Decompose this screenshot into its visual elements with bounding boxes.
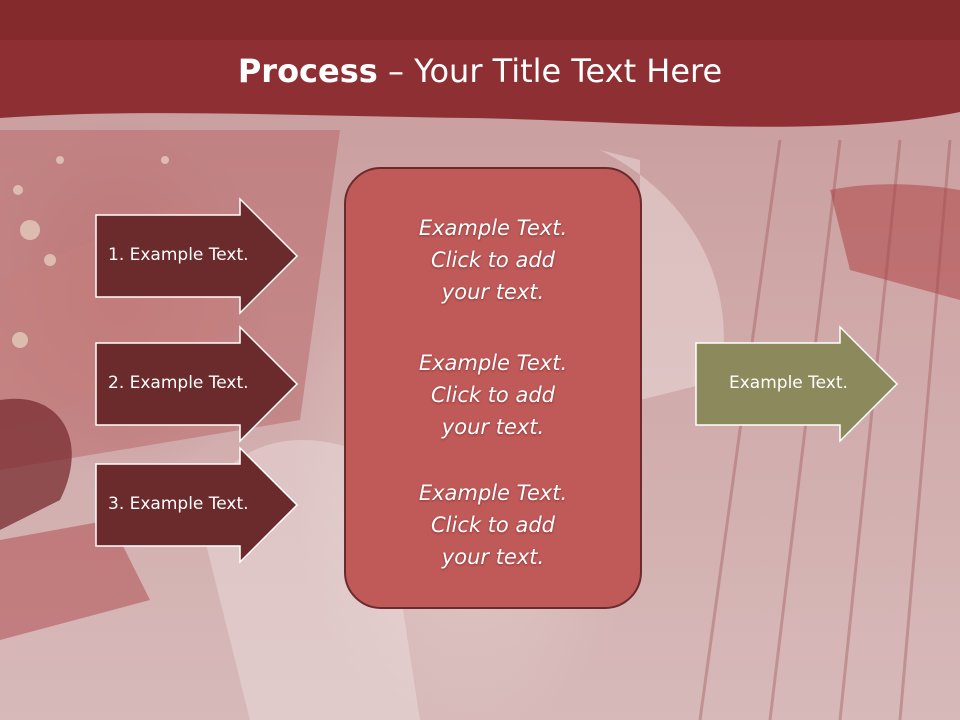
center-text-line: Example Text. — [418, 216, 568, 240]
step-arrow-2[interactable] — [95, 325, 299, 443]
step-arrow-1[interactable] — [95, 197, 299, 315]
step-label-1: 1. Example Text. — [108, 245, 249, 265]
center-text-block[interactable]: Example Text. Click to add your text. — [345, 477, 641, 573]
step-label-3: 3. Example Text. — [108, 494, 249, 514]
center-text-line: Click to add — [430, 513, 555, 537]
center-text-block[interactable]: Example Text. Click to add your text. — [345, 347, 641, 443]
center-text-line: Example Text. — [418, 481, 568, 505]
center-text-line: Click to add — [430, 383, 555, 407]
title-bold: Process — [237, 52, 378, 90]
title-rest: – Your Title Text Here — [377, 52, 723, 90]
center-text-line: your text. — [441, 280, 545, 304]
step-arrow-3[interactable] — [95, 446, 299, 564]
center-text-block[interactable]: Example Text. Click to add your text. — [345, 212, 641, 308]
center-text-line: Click to add — [430, 248, 555, 272]
output-label: Example Text. — [729, 373, 848, 393]
output-arrow[interactable] — [695, 325, 899, 443]
center-text-line: your text. — [441, 545, 545, 569]
center-box[interactable] — [344, 167, 642, 609]
step-label-2: 2. Example Text. — [108, 373, 249, 393]
center-text-line: your text. — [441, 415, 545, 439]
page-title: Process – Your Title Text Here — [0, 52, 960, 90]
center-text-line: Example Text. — [418, 351, 568, 375]
